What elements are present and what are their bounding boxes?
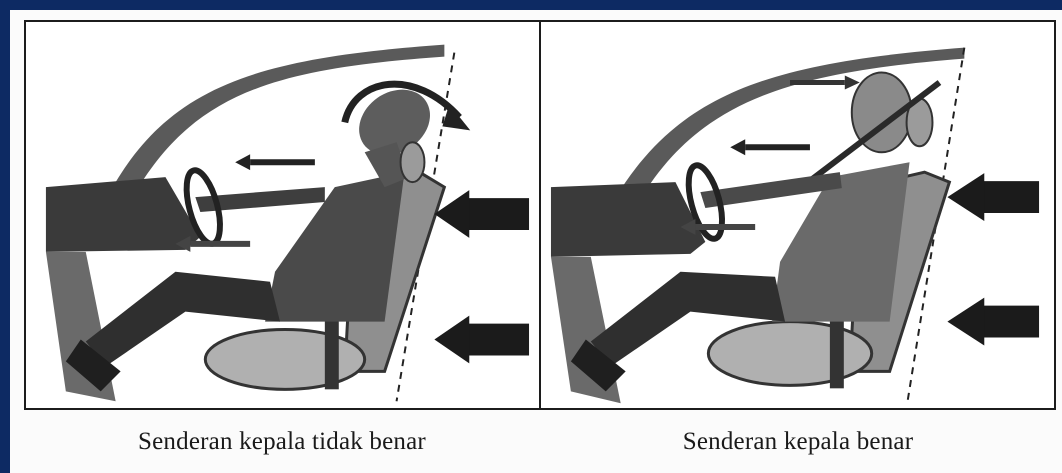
figure-frame: Senderan kepala tidak benar Senderan kep… bbox=[10, 10, 1062, 473]
captions-row: Senderan kepala tidak benar Senderan kep… bbox=[24, 428, 1056, 456]
panel-correct-headrest bbox=[541, 22, 1054, 408]
panel-incorrect-headrest bbox=[26, 22, 541, 408]
incorrect-headrest-illustration bbox=[26, 22, 539, 408]
illustration-panels bbox=[24, 20, 1056, 410]
caption-incorrect-headrest: Senderan kepala tidak benar bbox=[24, 428, 540, 456]
correct-headrest-illustration bbox=[541, 22, 1054, 408]
caption-correct-headrest: Senderan kepala benar bbox=[540, 428, 1056, 456]
